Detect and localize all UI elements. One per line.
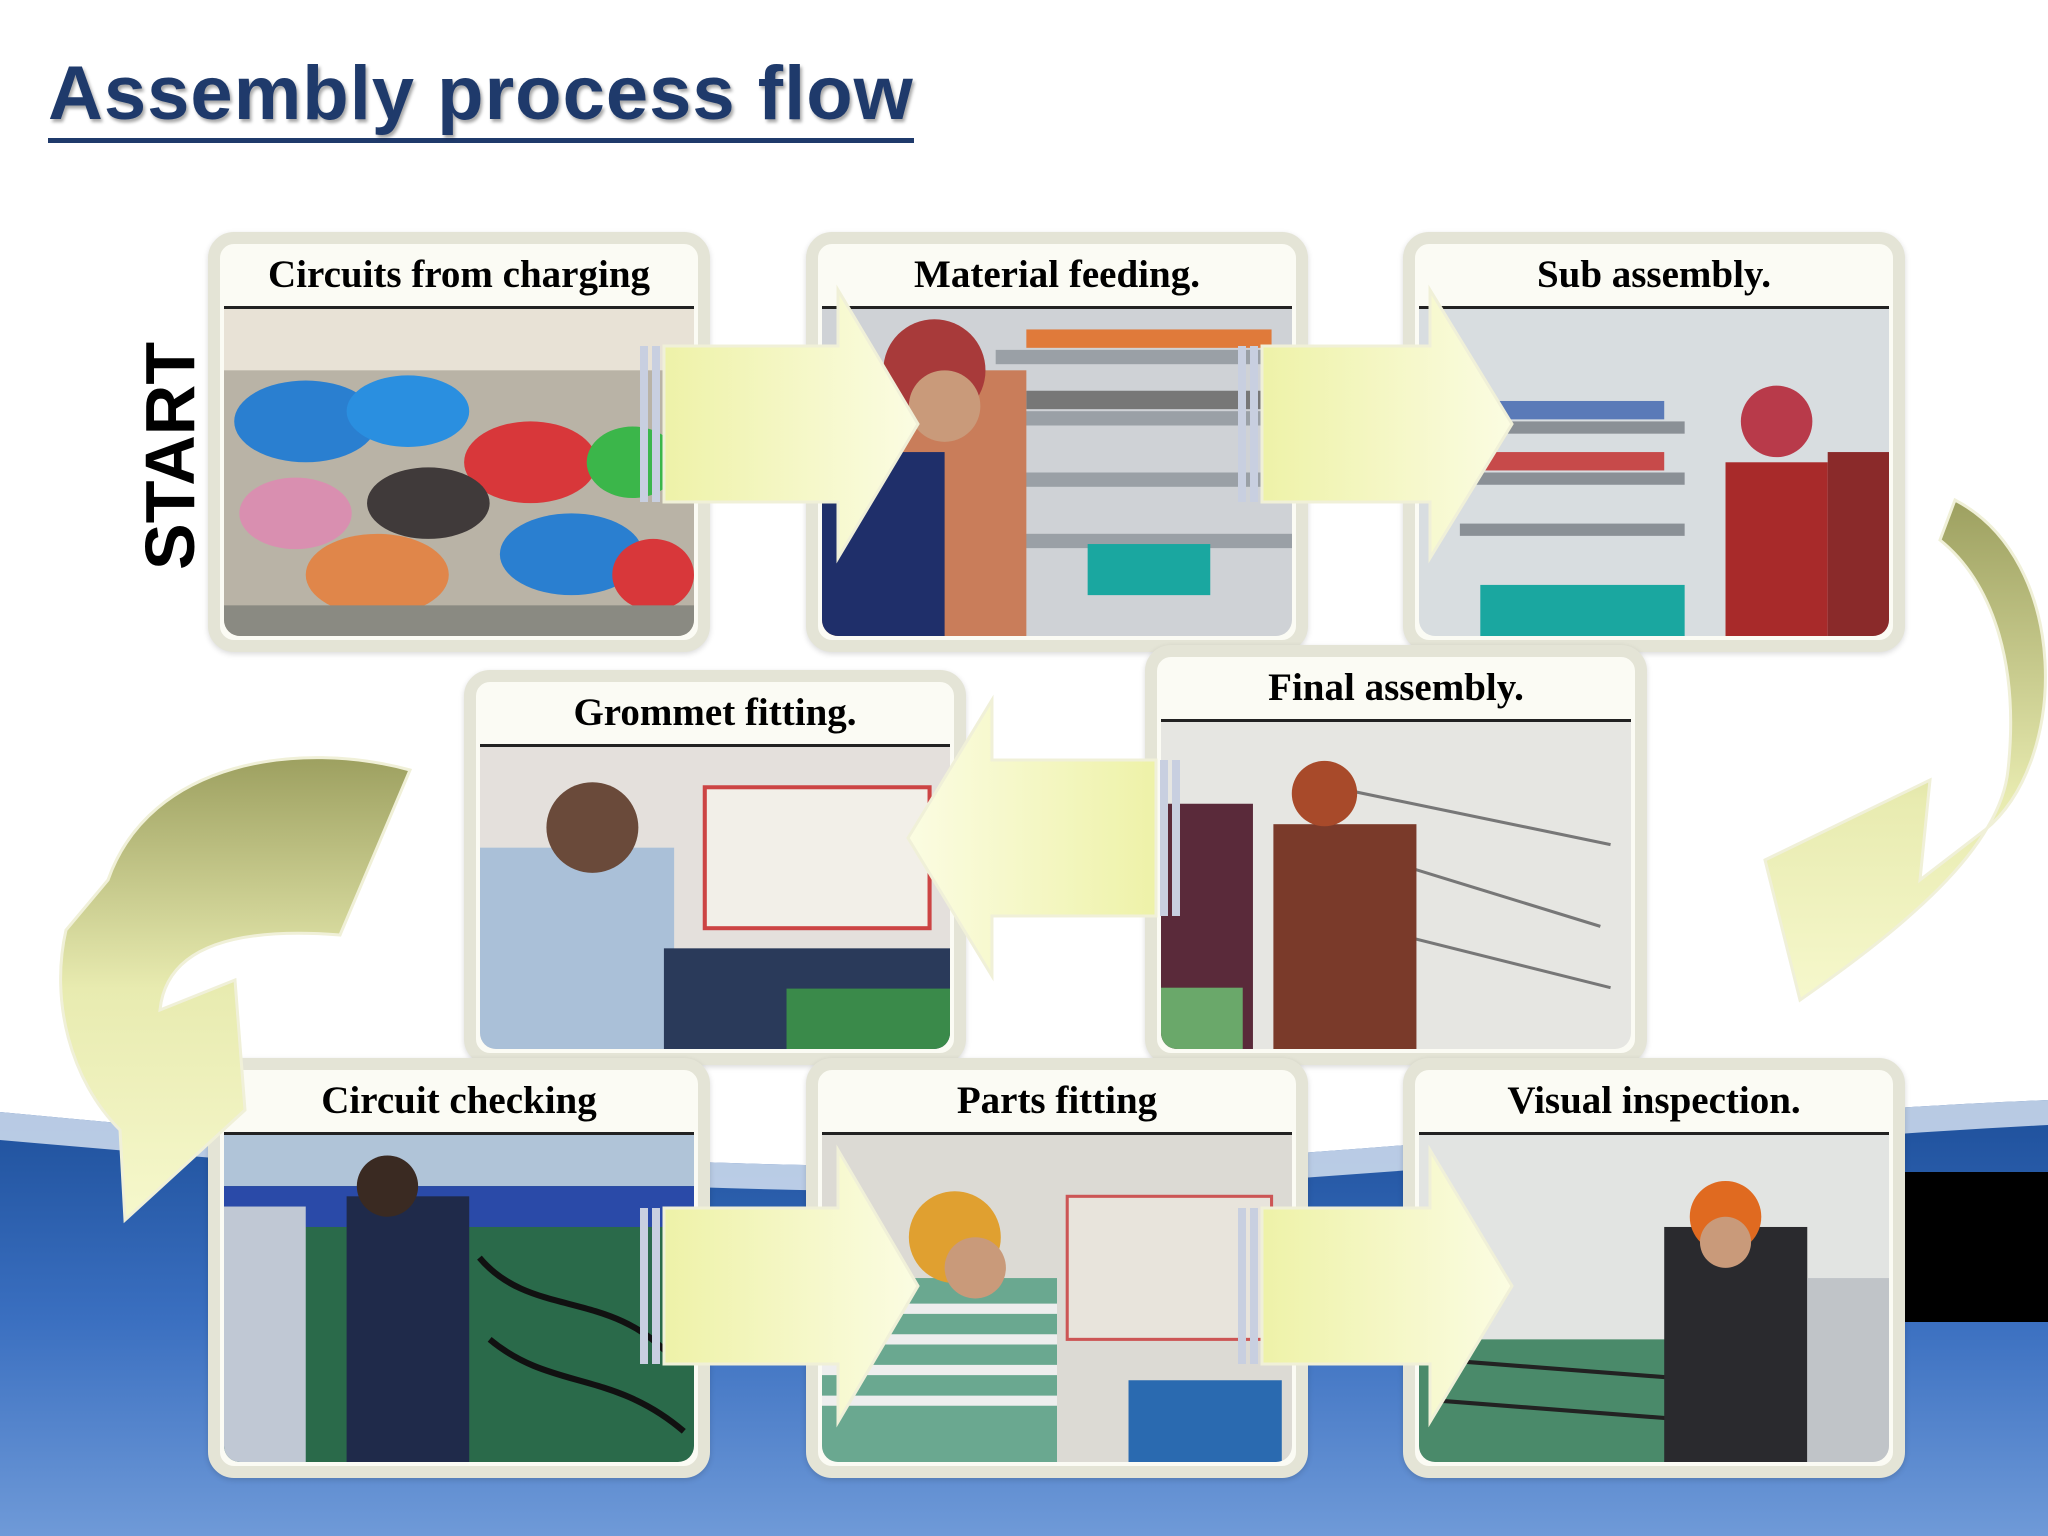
photo-sub-assembly <box>1419 306 1889 636</box>
start-label: START <box>131 341 209 570</box>
step-label: Material feeding. <box>914 253 1200 296</box>
photo-visual-inspection <box>1419 1132 1889 1462</box>
photo-material-feeding <box>822 306 1292 636</box>
step-card-parts-fitting: Parts fitting <box>806 1058 1308 1478</box>
photo-circuits-from-charging <box>224 306 694 636</box>
step-label: Parts fitting <box>956 1079 1158 1122</box>
step-card-material-feeding: Material feeding. <box>806 232 1308 652</box>
step-label: Sub assembly. <box>1536 253 1772 296</box>
photo-grommet-fitting <box>480 744 950 1049</box>
photo-final-assembly <box>1161 719 1631 1049</box>
step-card-grommet-fitting: Grommet fitting. <box>464 670 966 1065</box>
step-label: Final assembly. <box>1268 666 1524 709</box>
step-label: Circuits from charging <box>267 253 651 296</box>
step-label: Visual inspection. <box>1507 1079 1801 1122</box>
photo-circuit-checking <box>224 1132 694 1462</box>
step-card-visual-inspection: Visual inspection. <box>1403 1058 1905 1478</box>
step-label: Circuit checking <box>321 1079 597 1122</box>
end-black-band <box>1885 1172 2048 1322</box>
photo-parts-fitting <box>822 1132 1292 1462</box>
page-title: Assembly process flow <box>48 52 914 143</box>
step-card-circuits-from-charging: Circuits from charging <box>208 232 710 652</box>
step-card-circuit-checking: Circuit checking <box>208 1058 710 1478</box>
step-card-sub-assembly: Sub assembly. <box>1403 232 1905 652</box>
end-label: E <box>1899 1284 1962 1322</box>
step-card-final-assembly: Final assembly. <box>1145 645 1647 1065</box>
step-label: Grommet fitting. <box>573 691 857 734</box>
